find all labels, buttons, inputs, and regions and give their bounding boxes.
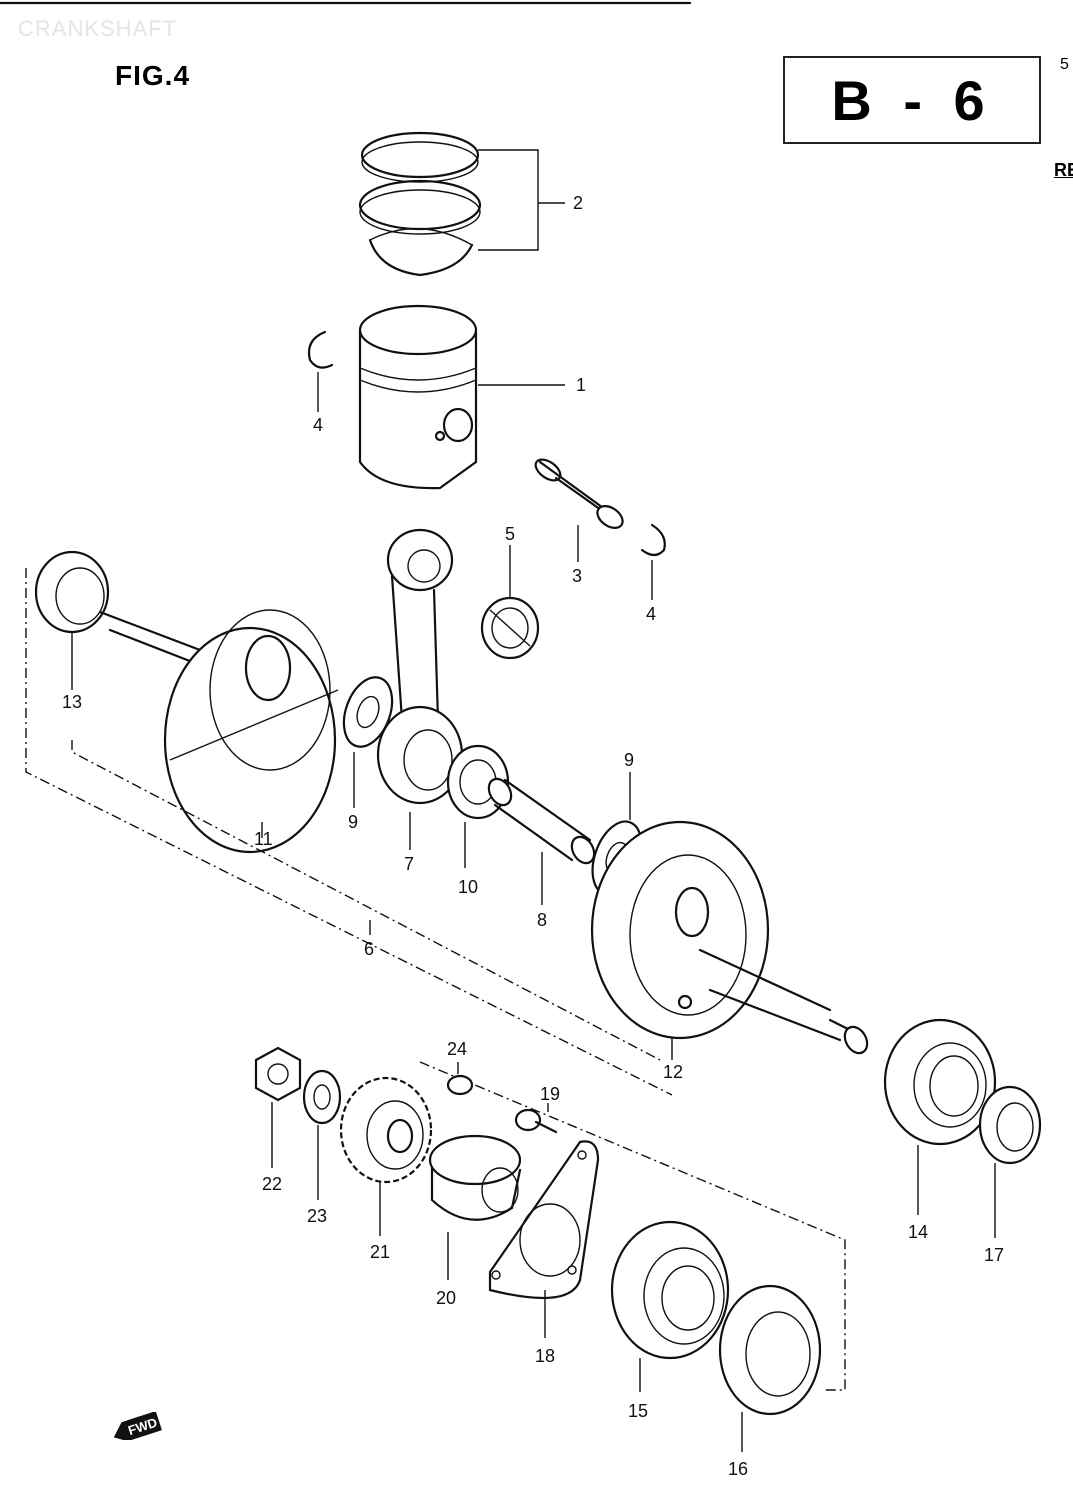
drive-gear [339,1076,433,1236]
circlip-lower [640,523,666,600]
seal-plate [488,1140,600,1338]
label-part-9-left: 9 [348,812,358,832]
label-part-7: 7 [404,854,414,874]
right-crank-wheel [590,820,869,1060]
label-part-14: 14 [908,1222,928,1242]
left-main-bearing [610,1220,730,1392]
piston-pin [534,458,624,562]
small-end-bearing [480,545,540,660]
piston [358,304,565,490]
label-part-24: 24 [447,1039,467,1059]
spacer [428,1134,522,1280]
label-part-21: 21 [370,1242,390,1262]
thrust-washer-left [342,676,394,808]
left-oil-seal [718,1284,822,1452]
section-code-box: B - 6 [783,56,1041,144]
connecting-rod [376,528,464,850]
nut [254,1046,302,1168]
label-part-23: 23 [307,1206,327,1226]
label-part-16: 16 [728,1459,748,1479]
section-code: B - 6 [831,68,993,132]
label-part-12: 12 [663,1062,683,1082]
label-part-1: 1 [576,375,586,395]
label-part-15: 15 [628,1401,648,1421]
right-oil-seal [978,1085,1042,1238]
crank-pin [487,777,596,905]
forward-arrow-icon: FWD [113,1412,162,1440]
label-part-13: 13 [62,692,82,712]
left-bearing [34,550,110,690]
ghost-title: CRANKSHAFT [18,16,178,41]
label-part-4-upper: 4 [313,415,323,435]
label-part-4-lower: 4 [646,604,656,624]
woodruff-key [446,1062,474,1096]
label-part-5: 5 [505,524,515,544]
edge-text: RE [1054,160,1073,180]
right-main-bearing [883,1018,997,1215]
label-part-22: 22 [262,1174,282,1194]
label-part-19: 19 [540,1084,560,1104]
lower-assembly-bracket [419,1061,846,1391]
label-part-8: 8 [537,910,547,930]
figure-title: FIG.4 [115,60,191,91]
label-part-2: 2 [573,193,583,213]
label-part-17: 17 [984,1245,1004,1265]
left-crank-wheel [98,609,339,854]
label-part-10: 10 [458,877,478,897]
washer [302,1069,342,1200]
label-part-20: 20 [436,1288,456,1308]
label-part-18: 18 [535,1346,555,1366]
circlip-upper [307,330,334,412]
bolt [514,1103,558,1134]
crankshaft-assembly-bracket [25,568,673,1096]
label-part-9-right: 9 [624,750,634,770]
label-part-3: 3 [572,566,582,586]
label-part-11: 11 [254,829,273,849]
label-part-6: 6 [364,939,374,959]
edge-number: 5 [1060,56,1069,73]
piston-rings [358,131,565,277]
